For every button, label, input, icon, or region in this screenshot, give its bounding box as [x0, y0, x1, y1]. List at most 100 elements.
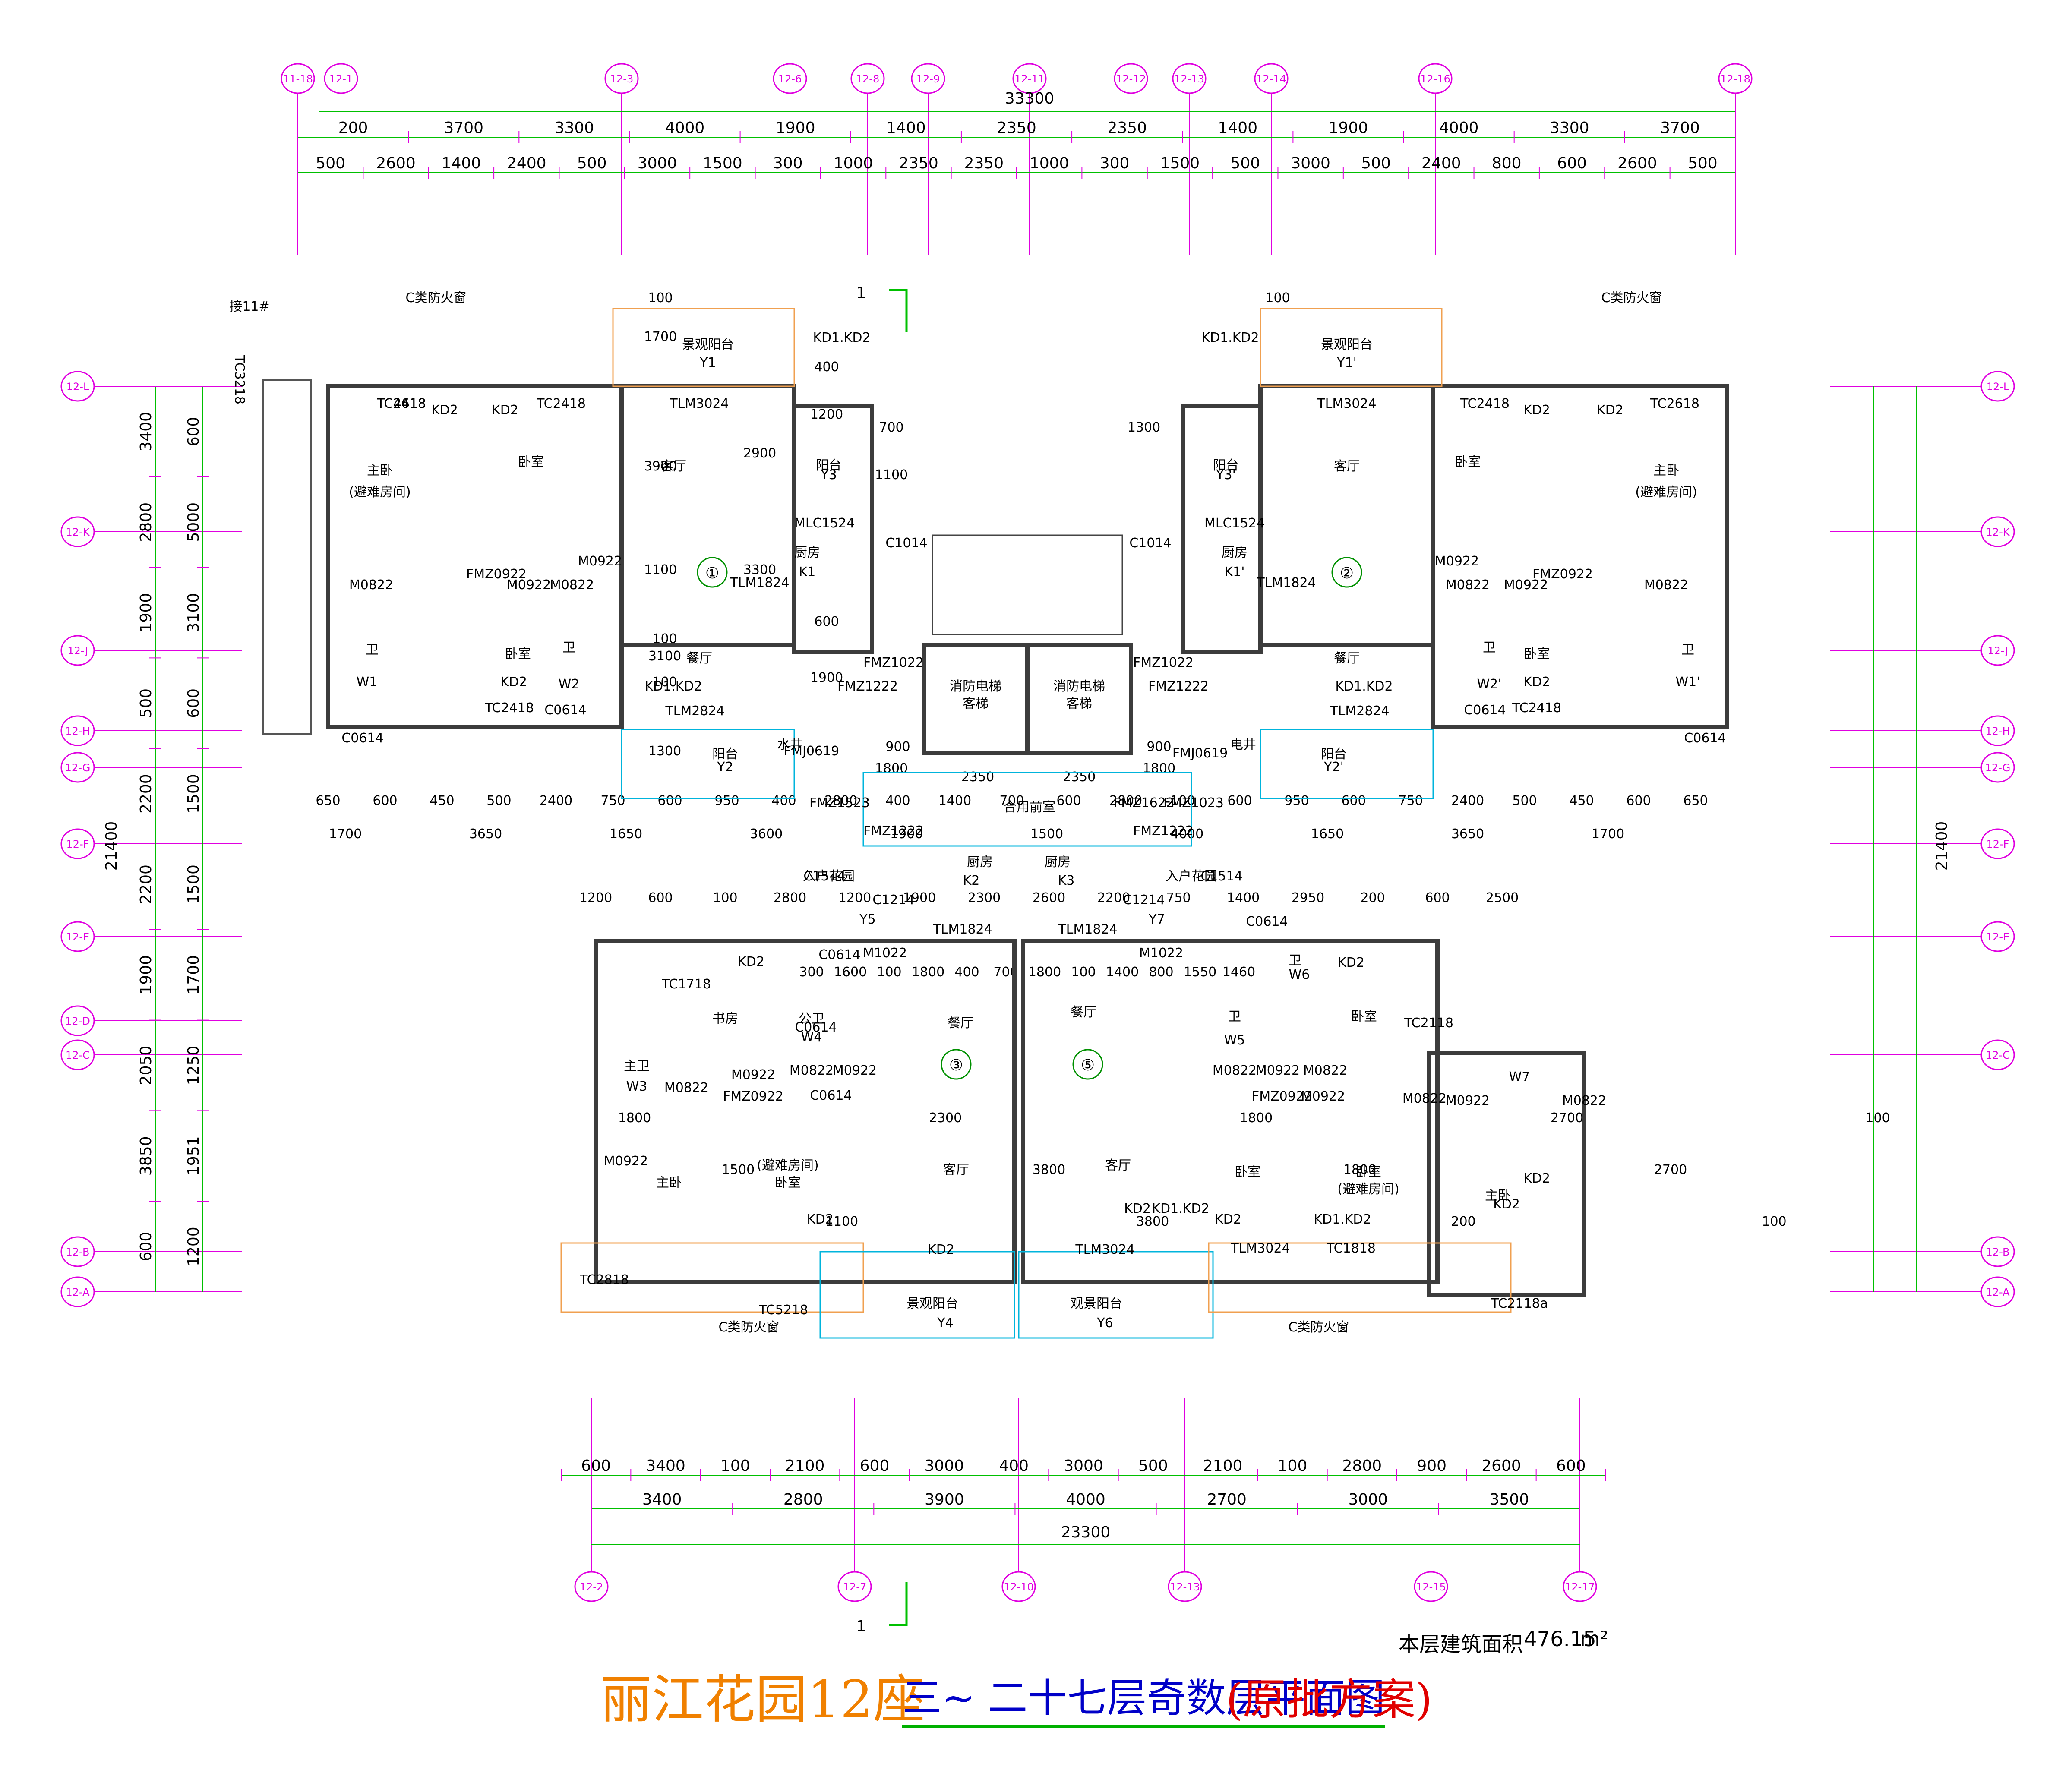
inner-dimension: 750	[1166, 890, 1191, 906]
inner-dimension: 1500	[722, 1162, 755, 1177]
door-window-tag: KD1.KD2	[813, 330, 870, 345]
inner-dimension: 100	[1865, 1111, 1890, 1126]
room-label-u1d2: K1	[799, 565, 816, 580]
inner-dimension: 1650	[610, 827, 642, 842]
bottom-dim-row1-value: 2700	[1207, 1491, 1247, 1508]
left-dim-outer-value: 2800	[137, 502, 155, 542]
inner-dimension: 200	[1451, 1214, 1475, 1229]
door-window-tag: FMZ1022	[1133, 655, 1194, 670]
room-label-u1i: 卫	[562, 640, 575, 655]
door-window-tag: FMZ1523	[809, 795, 870, 811]
door-window-tag: M0922	[604, 1154, 648, 1169]
inner-dimension: 3900	[644, 459, 677, 474]
bottom-dim-row2-value: 600	[1556, 1457, 1586, 1475]
left-dim-inner-value: 1700	[185, 955, 202, 995]
room-label-c8b: K2	[963, 873, 980, 888]
bottom-dim-row2-value: 900	[1417, 1457, 1447, 1475]
inner-dimension: 950	[1284, 793, 1309, 808]
inner-dimension: 1900	[810, 670, 843, 685]
room-label-u2d: 厨房	[1222, 545, 1248, 560]
axis-bottom-12-15-label: 12-15	[1416, 1581, 1446, 1593]
top-dim-row1-value: 1900	[1329, 119, 1368, 137]
top-dim-row2-value: 1000	[834, 155, 873, 172]
axis-bottom-12-13-label: 12-13	[1170, 1581, 1200, 1593]
door-window-tag: TC2618	[1650, 396, 1699, 411]
door-window-tag: KD2	[492, 403, 518, 418]
top-dim-row1-value: 1400	[886, 119, 926, 137]
door-window-tag: M0922	[1301, 1089, 1345, 1104]
inner-dimension: 2800	[824, 793, 857, 808]
left-dim-inner-value: 1200	[185, 1227, 202, 1266]
door-window-tag: M0822	[1303, 1063, 1347, 1078]
room-label-u5j: W7	[1509, 1070, 1530, 1085]
room-label-u1g: 卧室	[505, 647, 531, 662]
inner-dimension: 1200	[810, 407, 843, 422]
door-window-tag: KD1.KD2	[1152, 1201, 1209, 1216]
inner-dimension: 2800	[1109, 793, 1142, 808]
room-label-u2a2: (避难房间)	[1635, 485, 1697, 500]
axis-left-12-L-label: 12-L	[66, 381, 89, 393]
inner-dimension: 600	[373, 793, 397, 808]
inner-dimension: 2300	[929, 1111, 962, 1126]
left-dim-outer-value: 2200	[137, 864, 155, 904]
unit1-kitchen-block	[792, 404, 874, 654]
floor-area-value: 476.15	[1524, 1627, 1596, 1651]
inner-dimension: 600	[814, 614, 839, 629]
window-tag: C类防火窗	[406, 290, 467, 306]
inner-dimension: 2400	[540, 793, 572, 808]
top-dim-row2-value: 1000	[1030, 155, 1069, 172]
door-window-tag: TC1818	[1326, 1241, 1376, 1256]
window-tag: C类防火窗	[1601, 290, 1662, 306]
inner-dimension: 600	[648, 890, 673, 906]
door-window-tag: M1022	[863, 946, 907, 961]
unit-number-circle	[1072, 1049, 1103, 1080]
bottom-dim-row2-value: 3000	[925, 1457, 964, 1475]
unit2-kitchen-block	[1181, 404, 1263, 654]
inner-dimension: 3650	[1451, 827, 1484, 842]
inner-dimension: 1800	[912, 965, 944, 980]
unit-number-3: ③	[949, 1057, 963, 1074]
unit-number-4: ⑤	[1081, 1057, 1095, 1074]
inner-dimension: 1800	[1028, 965, 1061, 980]
bottom-dim-row2-value: 2100	[785, 1457, 825, 1475]
left-dim-inner-value: 1500	[185, 774, 202, 814]
top-dim-row2-value: 500	[1688, 155, 1718, 172]
top-dim-row1-value: 1400	[1218, 119, 1257, 137]
door-window-tag: FMZ1222	[837, 679, 898, 694]
door-window-tag: FMZ1023	[1163, 795, 1224, 811]
elevator-2	[1025, 643, 1133, 755]
top-dim-row2-value: 1400	[442, 155, 481, 172]
door-window-tag: M0822	[1213, 1063, 1257, 1078]
inner-dimension: 100	[877, 965, 901, 980]
room-label-u1a2: (避难房间)	[349, 485, 411, 500]
inner-dimension: 1800	[1240, 1111, 1273, 1126]
door-window-tag: KD2	[1597, 403, 1623, 418]
room-label-u3f: 餐厅	[948, 1016, 973, 1031]
top-dim-row2-value: 1500	[703, 155, 742, 172]
door-window-tag: KD1.KD2	[1314, 1212, 1371, 1227]
door-window-tag: C0614	[818, 947, 860, 962]
room-label-u1d: 厨房	[794, 545, 820, 560]
room-label-c2: 电井	[1230, 737, 1256, 752]
top-dim-row2-value: 2400	[507, 155, 546, 172]
door-window-tag: FMZ1222	[1148, 679, 1209, 694]
room-label-u1e: 阳台	[816, 458, 842, 473]
door-window-tag: M0922	[731, 1067, 775, 1082]
room-label-c7b: Y7	[1148, 912, 1165, 927]
inner-dimension: 600	[657, 793, 682, 808]
unit-number-circle	[1331, 557, 1362, 588]
door-window-tag: KD2	[431, 403, 458, 418]
inner-dimension: 3650	[469, 827, 502, 842]
room-label-u1l2: Y2	[717, 760, 733, 775]
left-total-dimension: 21400	[103, 821, 120, 871]
room-label-u5c: 观景阳台	[1071, 1296, 1122, 1311]
inner-dimension: 650	[1683, 793, 1708, 808]
inner-dimension: 1400	[1227, 890, 1260, 906]
inner-dimension: 500	[486, 793, 511, 808]
axis-bottom-12-17-label: 12-17	[1565, 1581, 1595, 1593]
door-window-tag: FMZ0922	[466, 567, 527, 582]
inner-dimension: 2200	[1097, 890, 1130, 906]
door-window-tag: C0614	[1684, 731, 1726, 746]
